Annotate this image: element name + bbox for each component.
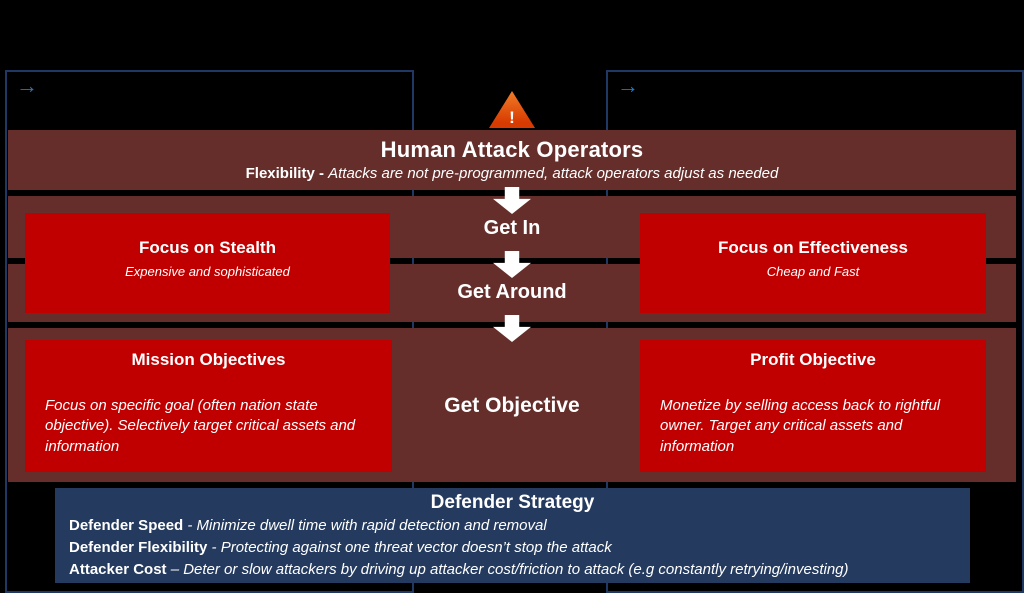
attacker-cost-label: Attacker Cost <box>69 560 171 578</box>
stage-get-in-label: Get In <box>483 217 541 239</box>
defender-title: Defender Strategy <box>430 492 595 513</box>
profit-body: Monetize by selling access back to right… <box>660 397 941 455</box>
focus-on-effectiveness-box: Focus on Effectiveness Cheap and Fast <box>640 213 986 313</box>
operators-title: Human Attack Operators <box>380 137 644 162</box>
attacker-cost-line: Attacker Cost – Deter or slow attackers … <box>69 561 956 580</box>
defender-speed-text: - Minimize dwell time with rapid detecti… <box>187 517 547 534</box>
defender-flexibility-line: Defender Flexibility - Protecting agains… <box>69 539 956 558</box>
effectiveness-title: Focus on Effectiveness <box>718 237 908 257</box>
right-arrow-icon: → <box>16 73 38 98</box>
defender-speed-label: Defender Speed <box>69 517 188 534</box>
effectiveness-subtitle: Cheap and Fast <box>766 263 860 279</box>
stealth-subtitle: Expensive and sophisticated <box>125 263 290 279</box>
stage-get-objective-label: Get Objective <box>444 394 580 417</box>
operators-subtitle: Flexibility - Attacks are not pre-progra… <box>8 165 1016 182</box>
defender-flexibility-label: Defender Flexibility <box>69 538 212 556</box>
operators-subtitle-bold: Flexibility - <box>245 165 329 182</box>
operators-subtitle-italic: Attacks are not pre-programmed, attack o… <box>328 165 779 182</box>
human-attack-operators-band: Human Attack Operators Flexibility - Att… <box>8 130 1016 190</box>
stealth-title: Focus on Stealth <box>139 237 276 257</box>
defender-flexibility-text: - Protecting against one threat vector d… <box>211 538 612 556</box>
profit-objective-box: Profit Objective Monetize by selling acc… <box>640 340 986 472</box>
defender-speed-line: Defender Speed - Minimize dwell time wit… <box>69 517 956 536</box>
defender-strategy-box: Defender Strategy Defender Speed - Minim… <box>55 488 970 583</box>
mission-body: Focus on specific goal (often nation sta… <box>45 397 356 455</box>
warning-triangle-icon: ! <box>489 91 535 128</box>
exclamation-mark: ! <box>509 108 515 127</box>
mission-objectives-box: Mission Objectives Focus on specific goa… <box>25 340 392 472</box>
profit-title: Profit Objective <box>750 350 876 369</box>
attacker-cost-text: – Deter or slow attackers by driving up … <box>170 560 849 578</box>
stage-get-around-label: Get Around <box>457 281 567 303</box>
mission-title: Mission Objectives <box>131 350 286 369</box>
focus-on-stealth-box: Focus on Stealth Expensive and sophistic… <box>25 213 390 313</box>
right-arrow-icon: → <box>617 73 639 98</box>
